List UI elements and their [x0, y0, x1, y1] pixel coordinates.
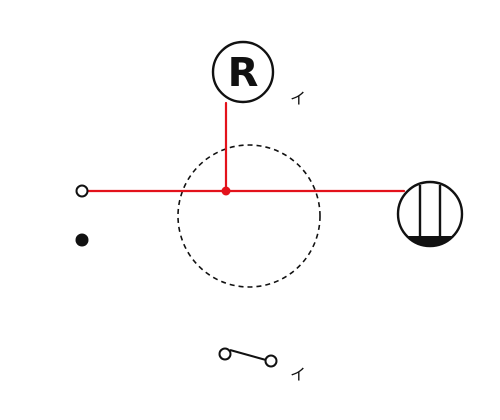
receptacle-r-icon: R	[211, 40, 275, 104]
switch-mark: イ	[290, 365, 306, 384]
receptacle-mark: イ	[290, 89, 306, 108]
receptacle-letter: R	[228, 50, 259, 96]
filled-terminal-icon	[75, 233, 89, 247]
junction-dot-icon	[221, 186, 231, 196]
switch-icon	[218, 347, 278, 368]
open-terminal-icon	[75, 184, 89, 198]
lamp-fixture-icon	[396, 180, 464, 248]
junction-box-outline	[177, 144, 321, 288]
